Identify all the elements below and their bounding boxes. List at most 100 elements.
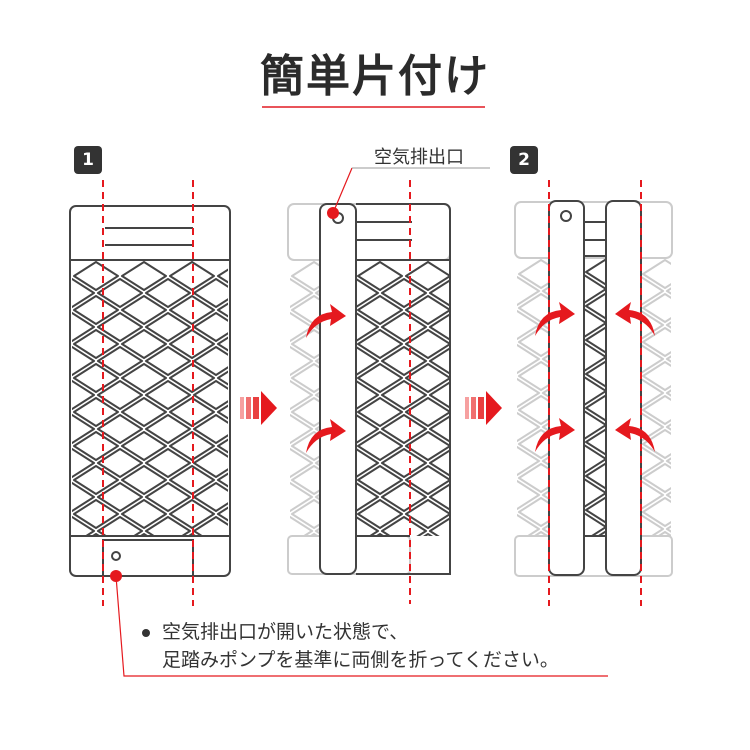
quilt-diamond xyxy=(357,295,403,325)
quilt-diamond xyxy=(244,262,288,290)
quilt-diamond xyxy=(517,378,540,408)
quilt-diamond xyxy=(478,347,522,375)
quilt-diamond xyxy=(517,446,540,476)
quilt-diamond xyxy=(244,330,288,358)
quilt-diamond xyxy=(356,312,379,342)
quilt-diamond xyxy=(291,431,320,461)
quilt-diamond xyxy=(73,397,119,427)
fold-guide-lines xyxy=(102,180,642,606)
quilt-diamond xyxy=(585,360,606,388)
page-title: 簡単片付け xyxy=(260,51,490,102)
quilt-diamond xyxy=(26,466,70,494)
quilt-diamond xyxy=(145,278,191,308)
quilt-diamond xyxy=(381,448,427,478)
quilt-diamond xyxy=(691,532,735,560)
quilt-diamond xyxy=(471,294,515,322)
quilt-diamond xyxy=(518,395,549,425)
quilt-diamond xyxy=(356,516,379,536)
quilt-diamond xyxy=(642,497,671,527)
quilt-diamond xyxy=(290,482,313,512)
quilt-diamond xyxy=(691,498,735,526)
quilt-diamond xyxy=(242,449,286,477)
quilt-diamond xyxy=(471,464,515,492)
quilt-diamond xyxy=(97,312,143,342)
quilt-diamond xyxy=(381,346,427,376)
quilt-diamond xyxy=(291,329,320,359)
quilt-diamond xyxy=(517,514,540,536)
quilt-diamond xyxy=(715,481,750,509)
instruction-note: 空気排出口が開いた状態で、 足踏みポンプを基準に両側を折ってください。 xyxy=(142,618,559,674)
quilt-diamond xyxy=(193,278,228,308)
vent-marker xyxy=(327,207,339,219)
quilt-diamond xyxy=(405,465,449,495)
quilt-diamond xyxy=(405,499,449,529)
quilt-diamond xyxy=(517,412,540,442)
quilt-diamond xyxy=(291,465,320,495)
quilt-diamond xyxy=(715,413,750,441)
quilt-diamond xyxy=(642,395,671,425)
quilt-diamond xyxy=(193,414,228,444)
quilt-diamond xyxy=(73,329,119,359)
quilt-diamond xyxy=(290,516,313,536)
note-line-2: 足踏みポンプを基準に両側を折ってください。 xyxy=(162,649,559,671)
quilt-diamond xyxy=(26,364,70,392)
quilt-diamond xyxy=(454,364,498,392)
quilt-diamond xyxy=(72,414,95,444)
quilt-diamond xyxy=(667,549,711,577)
quilt-diamond xyxy=(517,310,540,340)
quilt-diamond xyxy=(145,448,191,478)
quilt-diamond xyxy=(97,278,143,308)
quilt-diamond xyxy=(169,431,215,461)
quilt-diamond xyxy=(715,345,750,373)
quilt-diamond xyxy=(73,465,119,495)
quilt-diamond xyxy=(641,446,664,476)
quilt-diamond xyxy=(666,423,671,431)
step-badge-1: 1 xyxy=(74,146,102,174)
quilt-diamond xyxy=(97,516,143,536)
quilt-diamond xyxy=(429,347,449,375)
quilt-diamond xyxy=(715,515,750,543)
quilt-diamond xyxy=(666,287,671,295)
quilt-diamond xyxy=(429,517,449,536)
quilt-diamond xyxy=(217,506,228,522)
mattress-unfolded xyxy=(26,205,286,577)
quilt-diamond xyxy=(145,346,191,376)
quilt-diamond xyxy=(454,296,498,324)
quilt-diamond xyxy=(121,329,167,359)
quilt-diamond xyxy=(585,496,606,524)
quilt-diamond xyxy=(642,429,671,459)
quilt-diamond xyxy=(244,432,288,460)
quilt-diamond xyxy=(244,500,288,528)
quilt-diamond xyxy=(72,346,95,376)
quilt-diamond xyxy=(691,396,735,424)
quilt-diamond xyxy=(585,258,606,286)
quilt-diamond xyxy=(517,480,540,510)
quilt-diamond xyxy=(357,499,403,529)
quilt-diamond xyxy=(169,465,215,495)
quilt-diamond xyxy=(518,293,549,323)
quilt-diamond xyxy=(517,276,540,306)
step-badge-2: 2 xyxy=(510,146,538,174)
quilt-diamond xyxy=(290,414,313,444)
quilt-diamond xyxy=(291,261,320,291)
quilt-diamond xyxy=(357,431,403,461)
quilt-diamond xyxy=(478,415,522,443)
quilt-diamond xyxy=(169,295,215,325)
quilt-diamond xyxy=(642,361,671,391)
quilt-diamond xyxy=(193,312,228,342)
quilt-diamond xyxy=(242,313,286,341)
quilt-diamond xyxy=(429,449,449,477)
quilt-diamond xyxy=(242,483,286,511)
quilt-diamond xyxy=(26,432,70,460)
quilt-diamond xyxy=(121,499,167,529)
quilt-diamond xyxy=(290,278,313,308)
quilt-diamond xyxy=(381,380,427,410)
quilt-diamond xyxy=(291,295,320,325)
quilt-diamond xyxy=(429,483,449,511)
quilt-diamond xyxy=(291,397,320,427)
quilt-diamond xyxy=(357,329,403,359)
quilt-diamond xyxy=(471,362,515,390)
quilt-diamond xyxy=(454,534,498,562)
quilt-diamond xyxy=(193,516,228,536)
quilt-diamond xyxy=(73,295,119,325)
